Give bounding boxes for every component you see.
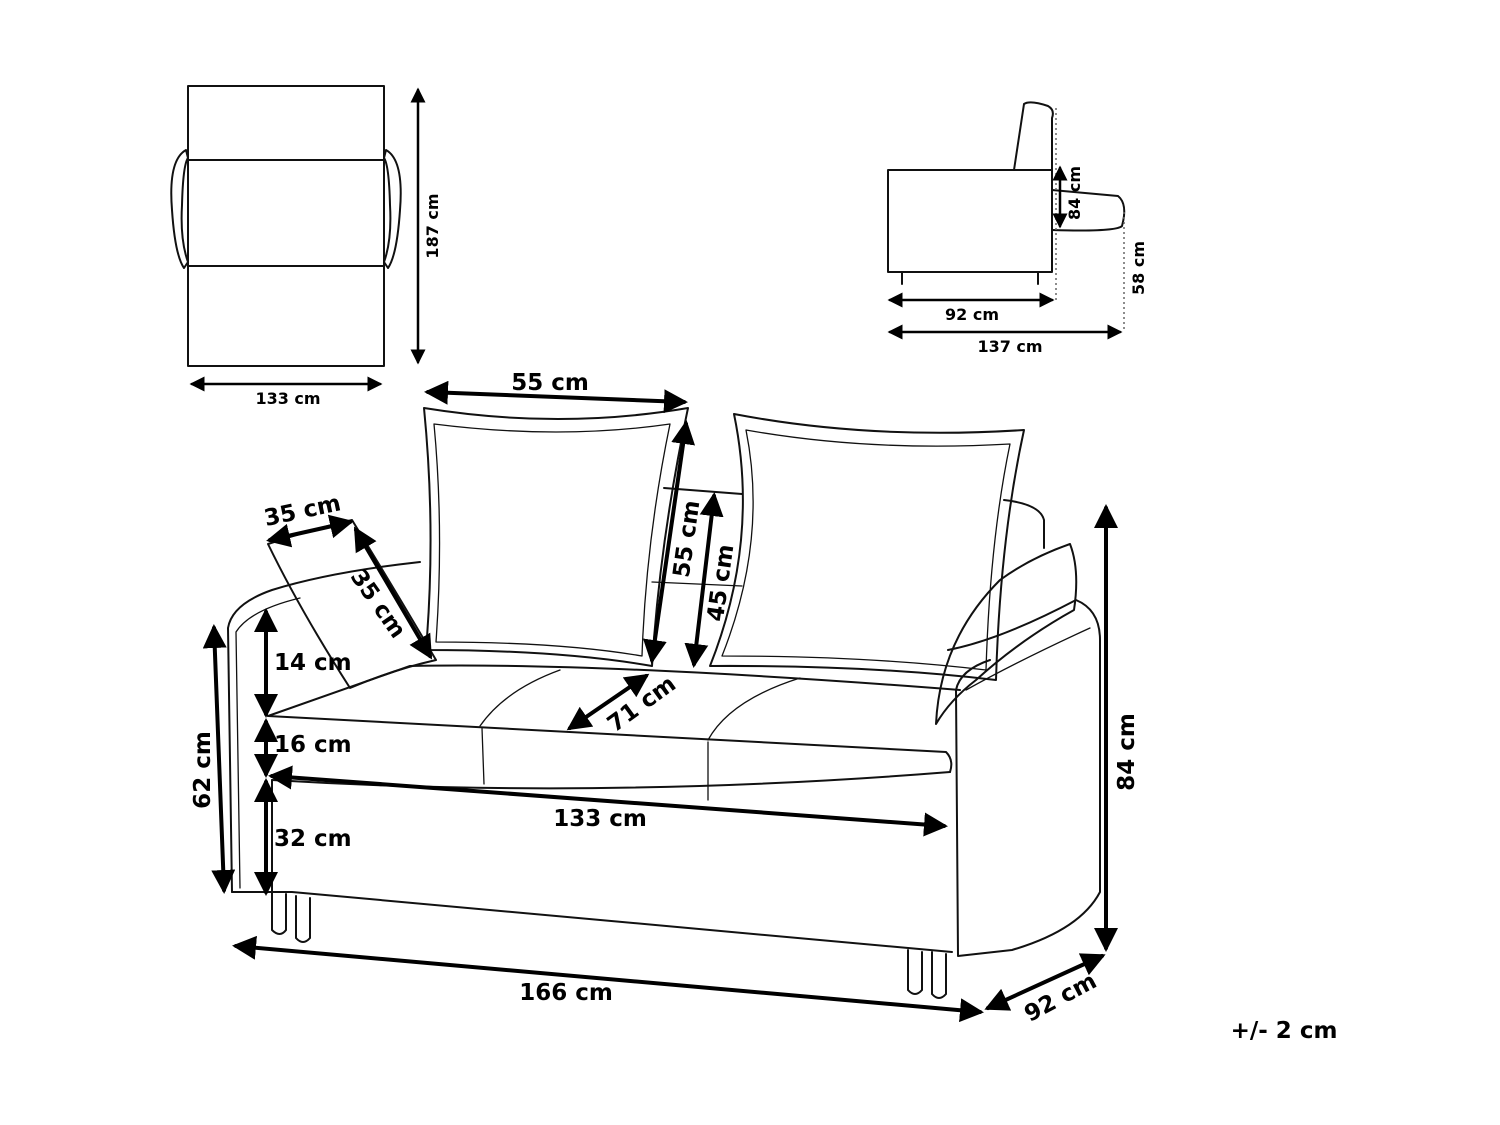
seat-base-label: 32 cm	[274, 826, 352, 852]
pillow-width-arrow	[424, 380, 688, 414]
tolerance-note: +/- 2 cm	[1231, 1018, 1338, 1044]
top-width-label: 133 cm	[255, 389, 320, 408]
pillow-height-arrow	[642, 420, 696, 664]
total-depth-arrow	[984, 953, 1106, 1011]
front-view: 55 cm 55 cm 45 cm 35 cm 35 cm 14 cm 16 c…	[190, 370, 1140, 1028]
total-width-label: 166 cm	[519, 980, 613, 1006]
top-length-label: 187 cm	[423, 193, 442, 258]
backrest-height-arrow	[684, 492, 724, 668]
seat-thickness-label: 16 cm	[274, 732, 352, 758]
back-pillow-left	[423, 407, 689, 667]
seat-height-label: 62 cm	[190, 731, 216, 809]
side-view-outline	[887, 101, 1126, 285]
pillow-width-label: 55 cm	[511, 370, 589, 396]
cushion-width-arrow	[266, 514, 354, 548]
seat-height-arrow	[202, 624, 236, 894]
top-view-outline	[170, 85, 402, 367]
top-view: 133 cm 187 cm	[170, 85, 442, 408]
back-pillow-right	[709, 413, 1025, 681]
total-height-label: 84 cm	[1114, 713, 1140, 791]
side-extended-height-label: 58 cm	[1129, 241, 1148, 295]
side-depth-label: 92 cm	[945, 305, 999, 324]
total-width-arrow	[232, 935, 984, 1023]
seat-depth-arrow	[566, 673, 650, 731]
seat-width-label: 133 cm	[553, 806, 647, 832]
seat-width-arrow	[268, 765, 948, 837]
armrest-height-label: 14 cm	[274, 650, 352, 676]
side-height-label: 84 cm	[1065, 166, 1084, 220]
side-view: 84 cm 58 cm 92 cm 137 cm	[887, 101, 1148, 356]
cushion-height-arrow	[353, 526, 433, 660]
throw-cushion-right	[935, 543, 1078, 725]
side-length-label: 137 cm	[977, 337, 1042, 356]
